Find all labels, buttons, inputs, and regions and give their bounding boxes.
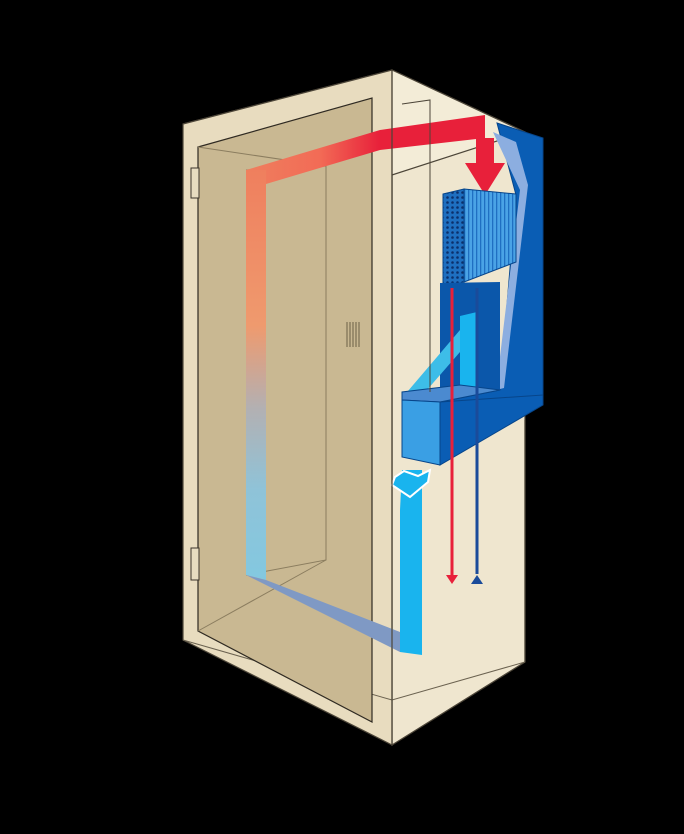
heat-exchanger-front bbox=[443, 189, 464, 288]
drip-tray-front bbox=[402, 400, 440, 465]
glass-door bbox=[198, 98, 372, 722]
return-air-left-column bbox=[246, 170, 266, 580]
cold-air-channel bbox=[460, 312, 477, 396]
hinge-icon bbox=[191, 548, 199, 580]
hinge-icon bbox=[191, 168, 199, 198]
cold-air-duct bbox=[400, 470, 422, 655]
